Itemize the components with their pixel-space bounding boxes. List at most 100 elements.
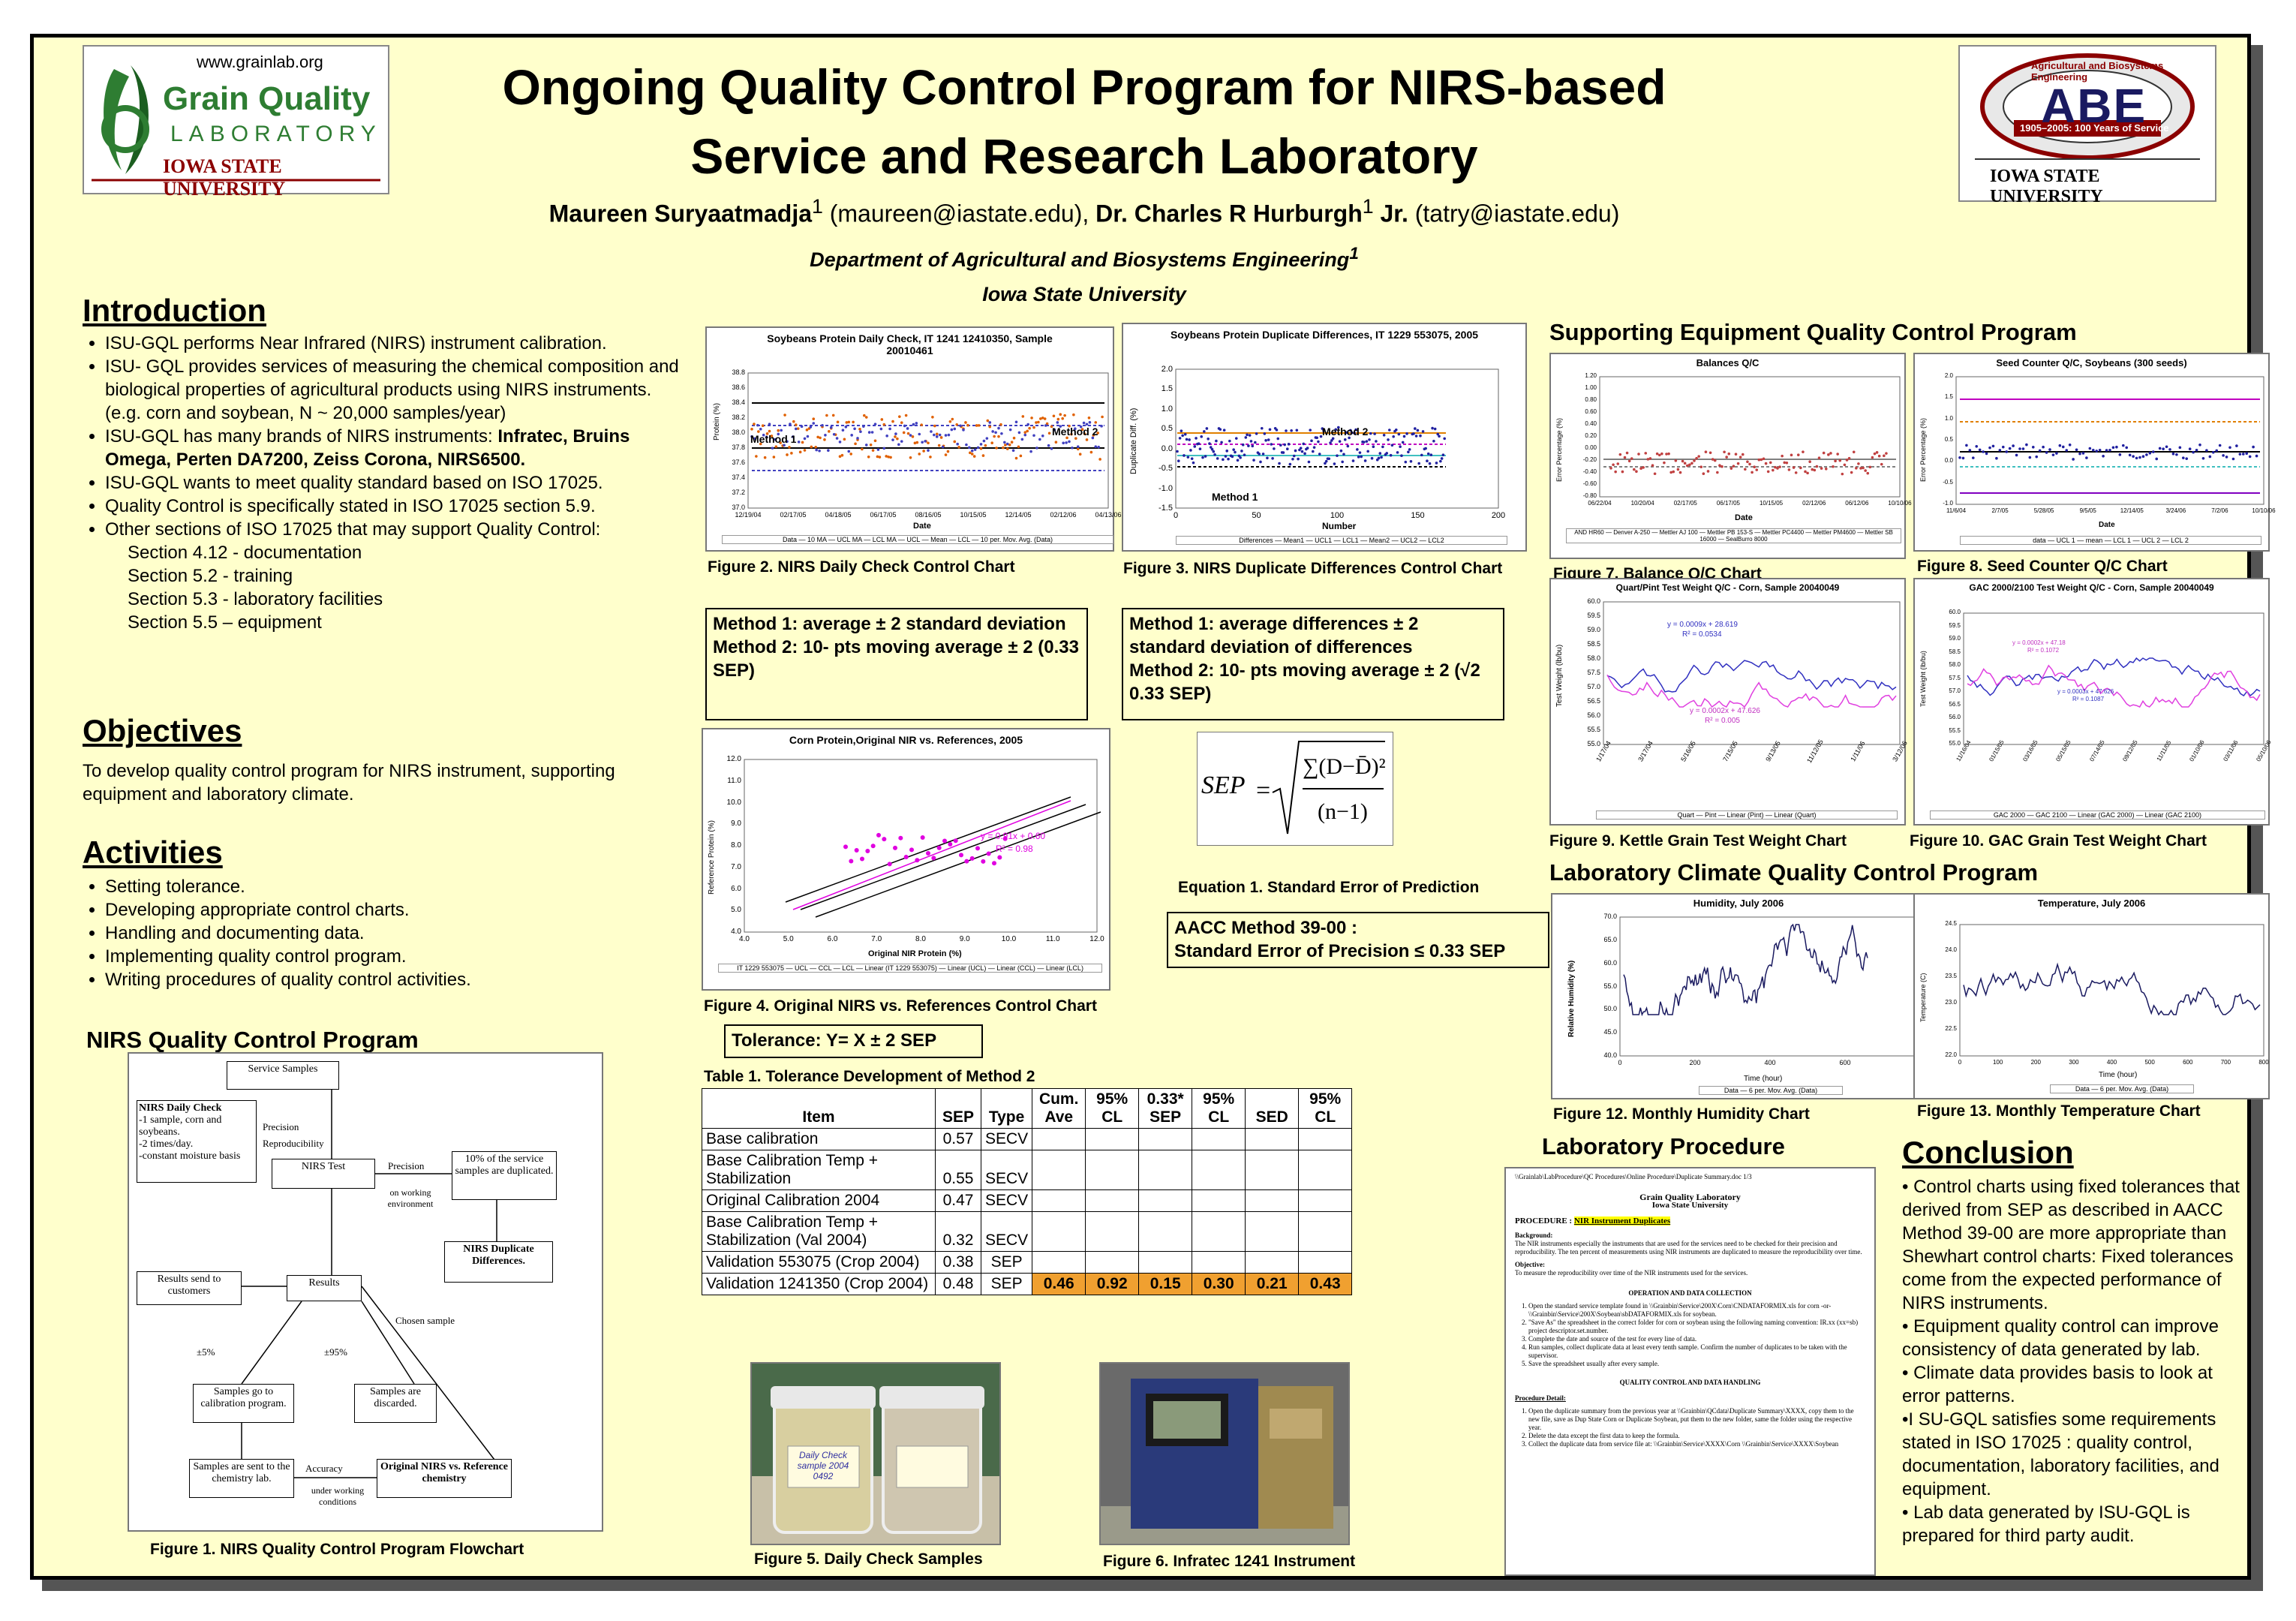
data-point xyxy=(1820,467,1823,470)
data-point xyxy=(1407,450,1410,454)
data-point xyxy=(1318,453,1321,456)
fig3-ylabel: Duplicate Diff. (%) xyxy=(1129,408,1138,474)
data-point xyxy=(854,442,857,446)
data-point xyxy=(1702,472,1705,476)
fig12-ytick: 70.0 xyxy=(1603,913,1617,920)
data-point xyxy=(858,427,861,431)
data-point xyxy=(981,859,986,864)
data-point xyxy=(920,835,925,840)
fig4-ytick: 10.0 xyxy=(726,798,741,807)
figure10-chart: GAC 2000/2100 Test Weight Q/C - Corn, Sa… xyxy=(1913,578,2273,826)
data-point xyxy=(1985,452,1988,456)
data-point xyxy=(2068,444,2072,447)
conclusion-item-1: • Control charts using fixed tolerances … xyxy=(1902,1177,2240,1313)
data-point xyxy=(951,417,954,421)
data-point xyxy=(1414,435,1418,438)
data-point xyxy=(1678,471,1682,474)
data-point xyxy=(864,444,868,447)
data-point xyxy=(1278,462,1281,465)
fig10-ytick: 57.0 xyxy=(1949,687,1961,694)
fig4-xtick: 6.0 xyxy=(827,935,838,943)
data-point xyxy=(1424,447,1427,450)
fig2-ytick: 38.6 xyxy=(732,383,745,391)
data-point xyxy=(759,427,762,431)
data-point xyxy=(1333,462,1336,465)
data-point xyxy=(2102,454,2105,458)
poster: { "header":{ "title":"Ongoing Quality Co… xyxy=(30,34,2276,1580)
fig10-ytick: 55.0 xyxy=(1949,740,1961,747)
reference-line xyxy=(785,796,1071,903)
fig9-r1: R² = 0.0534 xyxy=(1682,630,1722,639)
method-box-1: Method 1: average ± 2 standard deviation… xyxy=(705,608,1088,720)
data-point xyxy=(1623,456,1627,459)
intro-item-5: Quality Control is specifically stated i… xyxy=(105,495,698,518)
proc-op-step: Run samples, collect duplicate data at l… xyxy=(1528,1343,1865,1360)
data-point xyxy=(805,429,809,432)
cell xyxy=(1085,1150,1140,1190)
fig3-ytick: 0.0 xyxy=(1161,444,1173,453)
fig9-r2: R² = 0.005 xyxy=(1705,717,1740,725)
data-point xyxy=(845,421,849,424)
data-point xyxy=(955,423,958,426)
data-point xyxy=(1834,459,1837,462)
data-point xyxy=(1322,429,1325,432)
cell: SECV xyxy=(980,1211,1033,1252)
proc-detail-step: Open the duplicate summary from the prev… xyxy=(1528,1407,1865,1432)
data-point xyxy=(1232,448,1235,451)
data-point xyxy=(1769,461,1772,465)
aacc-box: AACC Method 39-00 : Standard Error of Pr… xyxy=(1167,912,1549,968)
data-point xyxy=(1360,455,1363,459)
data-point xyxy=(1288,462,1292,466)
proc-op-step: "Save As" the spreadsheet in the correct… xyxy=(1528,1319,1865,1335)
fig2-xtick: 04/18/05 xyxy=(825,511,852,519)
data-point xyxy=(777,429,780,432)
data-point xyxy=(1753,465,1756,469)
data-point xyxy=(1341,460,1344,464)
data-point xyxy=(1336,454,1339,457)
data-point xyxy=(1210,447,1214,451)
data-point xyxy=(1877,454,1881,458)
objectives-heading: Objectives xyxy=(83,713,242,748)
fig10-ylabel: Test Weight (lb/bu) xyxy=(1919,651,1927,707)
data-point xyxy=(2045,451,2048,454)
data-point xyxy=(2125,446,2129,450)
data-point xyxy=(2035,455,2039,459)
data-point xyxy=(794,423,798,426)
fig12-xtick: 0 xyxy=(1618,1059,1622,1066)
data-point xyxy=(1035,421,1038,424)
data-point xyxy=(969,451,972,455)
fig10-legend: GAC 2000 — GAC 2100 — Linear (GAC 2000) … xyxy=(1930,810,2265,820)
data-point xyxy=(1282,451,1285,454)
fig4-ytick: 5.0 xyxy=(731,906,741,915)
data-point xyxy=(2075,448,2078,452)
data-point xyxy=(933,433,936,437)
data-point xyxy=(1032,426,1035,429)
author1-email[interactable]: (maureen@iastate.edu), xyxy=(822,200,1096,227)
logo-url[interactable]: www.grainlab.org xyxy=(197,53,323,71)
data-point xyxy=(1004,444,1007,447)
data-point xyxy=(1351,459,1355,462)
data-point xyxy=(1772,468,1775,472)
data-point xyxy=(2105,449,2108,452)
fig2-xtick: 02/12/06 xyxy=(1050,511,1077,519)
data-point xyxy=(1246,433,1249,437)
data-point xyxy=(930,430,933,433)
climate-heading: Laboratory Climate Quality Control Progr… xyxy=(1549,859,2039,886)
fig7-ytick: 0.00 xyxy=(1585,444,1597,451)
fig4-ylabel: Reference Protein (%) xyxy=(708,820,716,895)
data-point xyxy=(1291,457,1294,461)
data-point xyxy=(1363,459,1367,462)
data-point xyxy=(1047,444,1050,447)
data-point xyxy=(936,845,942,850)
data-point xyxy=(1982,450,1985,453)
data-point xyxy=(2141,455,2145,459)
fig9-ytick: 58.0 xyxy=(1587,654,1600,662)
fig13-xtick: 400 xyxy=(2106,1059,2117,1066)
data-point xyxy=(915,441,919,444)
data-point xyxy=(1706,470,1710,473)
data-point xyxy=(1685,464,1689,468)
author2-email[interactable]: (tatry@iastate.edu) xyxy=(1408,200,1620,227)
intro-brands: Infratec, Bruins Omega, Perten DA7200, Z… xyxy=(105,426,630,470)
data-point xyxy=(1026,423,1029,426)
flow-duplicate-diff: NIRS Duplicate Differences. xyxy=(444,1241,553,1283)
